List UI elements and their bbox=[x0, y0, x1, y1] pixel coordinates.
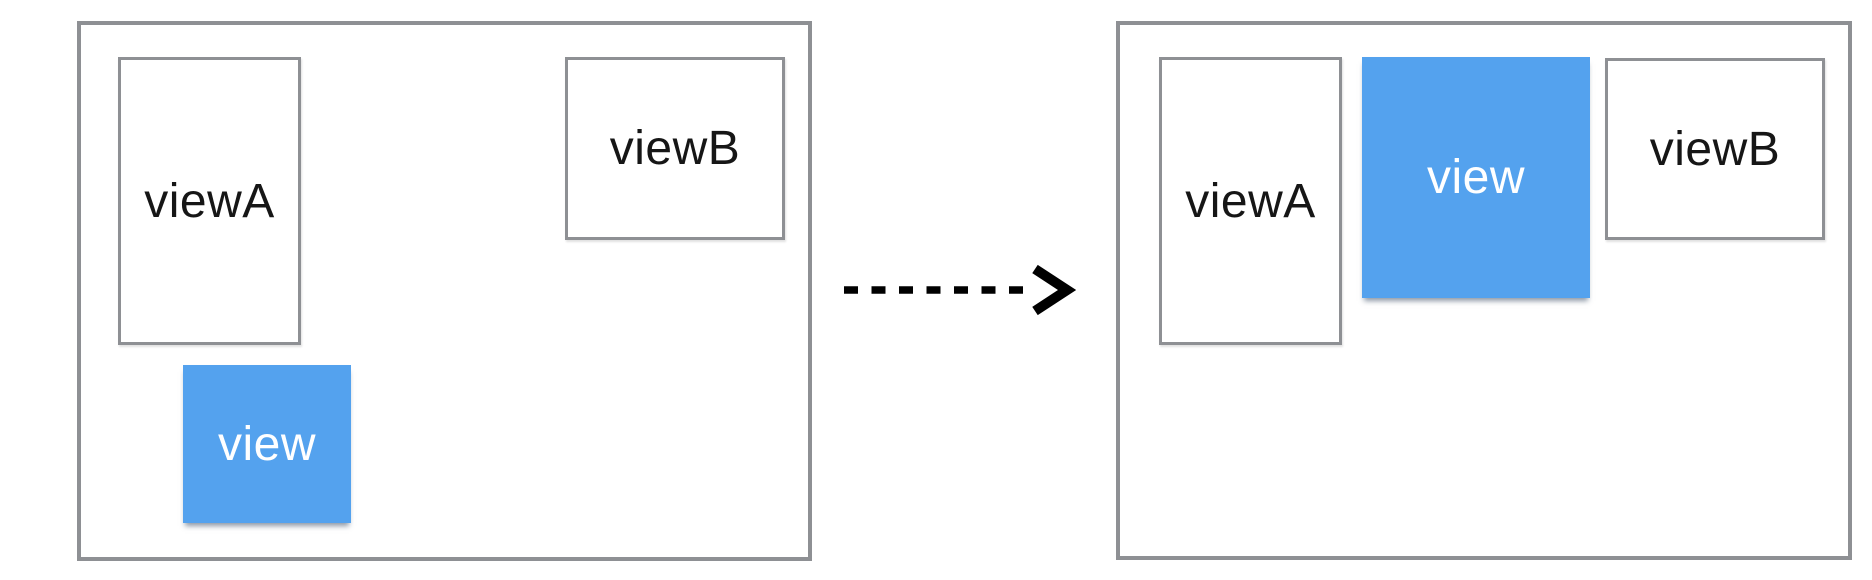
before-view-b-label: viewB bbox=[609, 122, 741, 175]
before-superview-container: viewA viewB view bbox=[77, 21, 812, 561]
before-view-a-box: viewA bbox=[118, 57, 301, 345]
before-view-a-label: viewA bbox=[144, 174, 275, 228]
before-blue-view-box: view bbox=[183, 365, 351, 523]
after-blue-view-box: view bbox=[1362, 57, 1590, 298]
after-view-a-box: viewA bbox=[1159, 57, 1342, 345]
before-view-b-box: viewB bbox=[565, 57, 785, 240]
after-superview-container: viewA view viewB bbox=[1116, 21, 1852, 560]
after-view-a-label: viewA bbox=[1185, 174, 1316, 228]
after-view-b-label: viewB bbox=[1649, 122, 1781, 176]
after-blue-view-label: view bbox=[1426, 151, 1526, 204]
before-blue-view-label: view bbox=[217, 417, 317, 471]
dashed-transition-arrow-icon bbox=[836, 250, 1076, 330]
after-view-b-box: viewB bbox=[1605, 58, 1825, 240]
